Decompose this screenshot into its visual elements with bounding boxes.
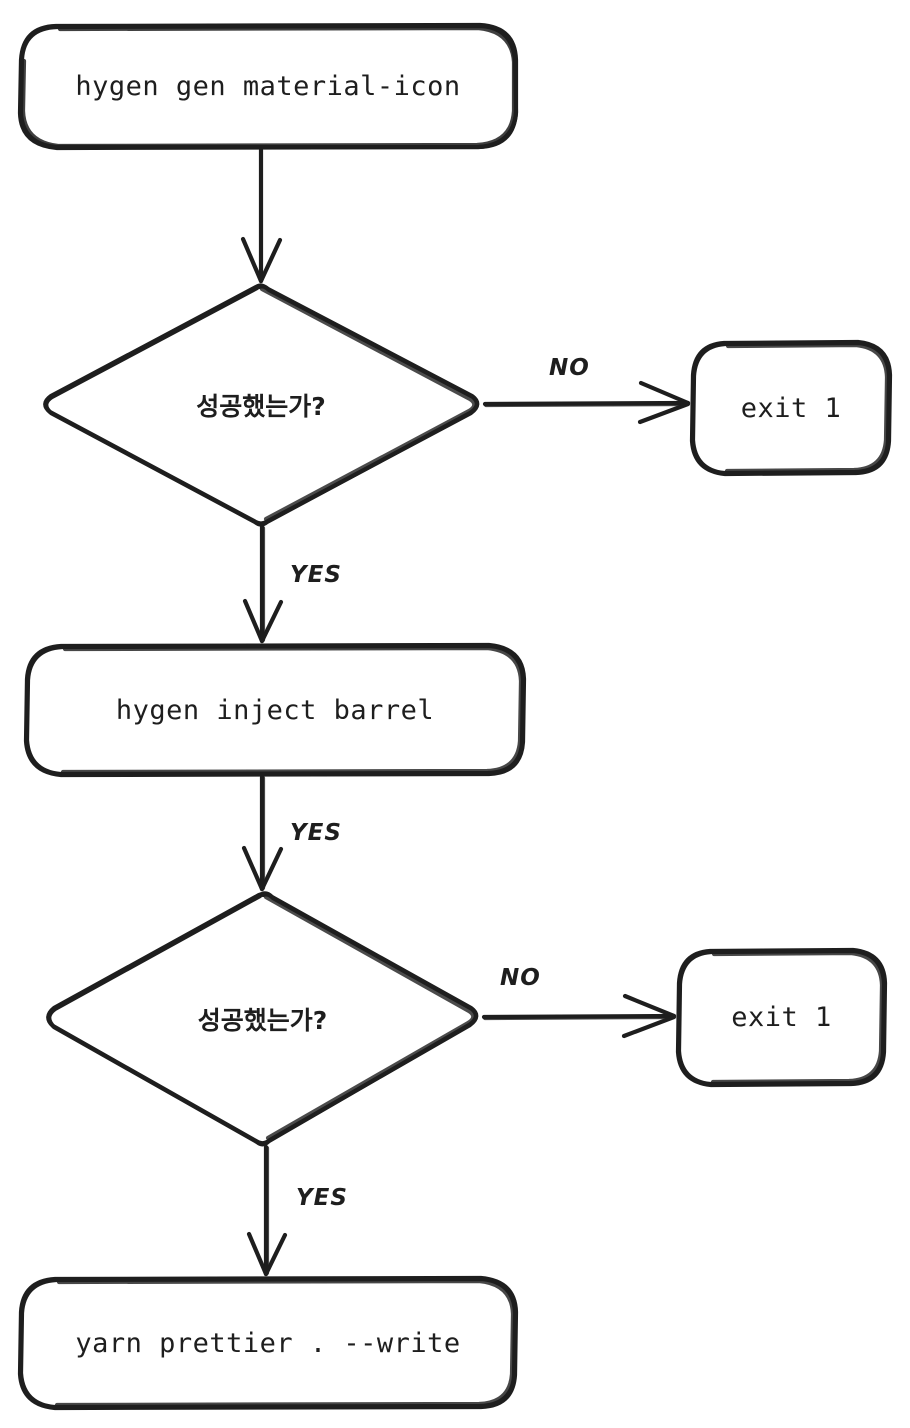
node-cmd-gen-shape[interactable]: [17, 22, 519, 151]
edge-decision-2-to-exit-2: [481, 993, 677, 1039]
edge-decision-1-to-exit-1: [482, 380, 691, 425]
node-exit-2-shape[interactable]: [675, 947, 888, 1088]
node-exit-1-shape[interactable]: [689, 339, 893, 477]
edge-cmd-inject-to-decision-2: [241, 774, 284, 892]
edge-decision-2-to-cmd-prettier: [246, 1144, 288, 1277]
node-decision-2-shape[interactable]: [46, 891, 479, 1147]
edge-decision-1-to-cmd-inject: [242, 524, 284, 644]
node-decision-1-shape[interactable]: [43, 283, 480, 527]
edge-cmd-gen-to-decision-1: [240, 147, 283, 284]
node-cmd-inject-shape[interactable]: [23, 642, 527, 778]
node-cmd-prettier-shape[interactable]: [17, 1275, 519, 1411]
